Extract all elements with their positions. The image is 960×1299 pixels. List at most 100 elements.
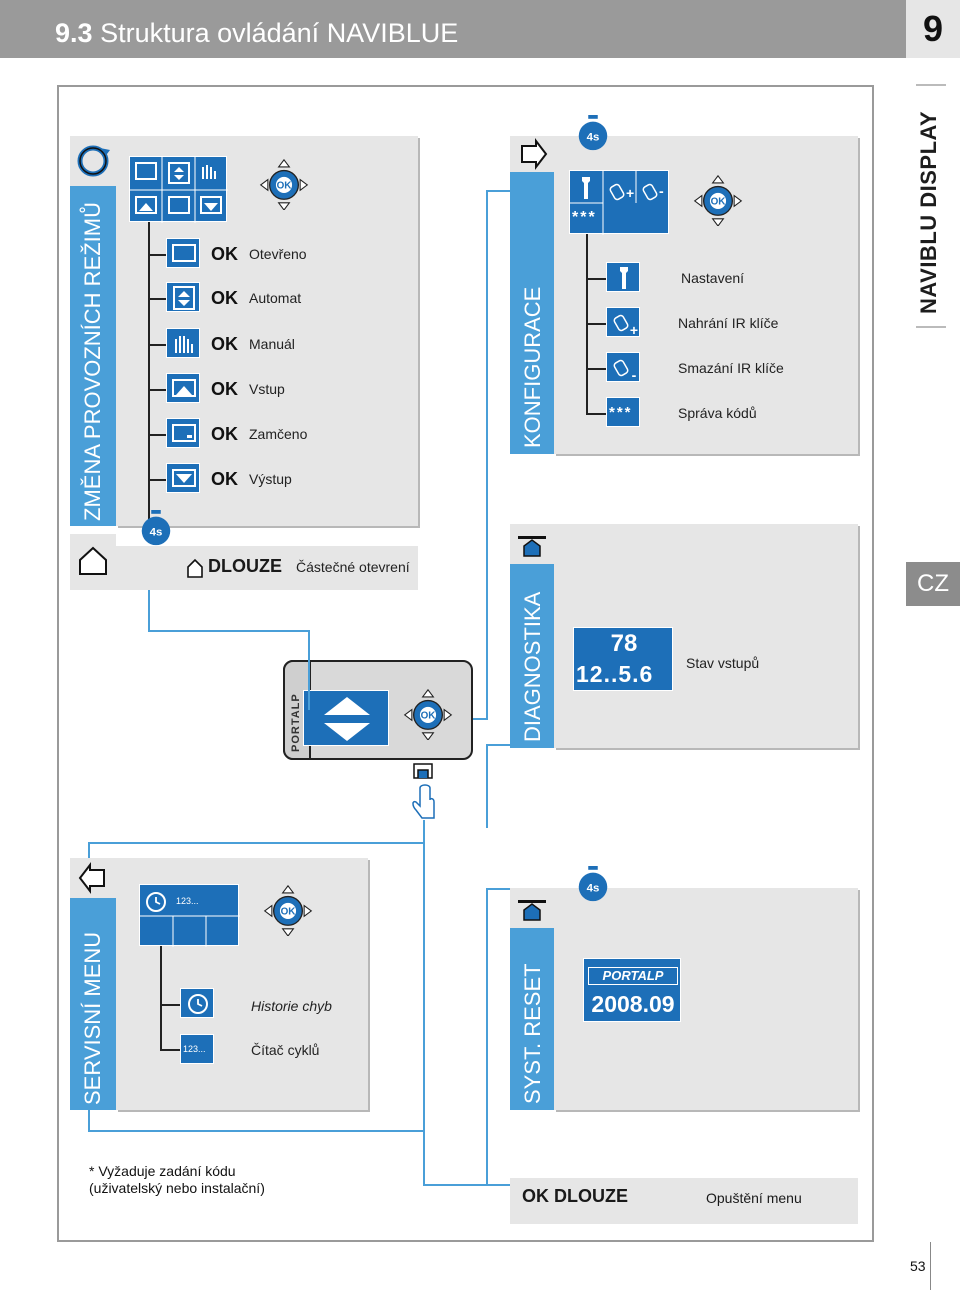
ok-key-label: OK xyxy=(211,244,238,264)
config-tree-branch xyxy=(586,323,606,325)
service-title: SERVISNÍ MENU xyxy=(80,931,105,1105)
down-home-icon xyxy=(518,536,546,557)
config-item-label: Nastavení xyxy=(681,270,745,286)
service-tree-branch xyxy=(160,1004,180,1006)
section-number: 9.3 xyxy=(55,18,93,48)
service-item-label: Historie chyb xyxy=(251,998,332,1014)
connector-line xyxy=(486,744,510,746)
config-item-label: Správa kódů xyxy=(678,405,757,421)
connector-line xyxy=(423,1130,425,1184)
arrow-left-icon xyxy=(78,862,105,894)
ok-dial-icon: OK xyxy=(259,158,309,210)
automat-mode-icon xyxy=(166,282,200,312)
config-lcd-plus: + xyxy=(626,185,635,201)
diag-line2: 12..5.6 xyxy=(576,661,654,687)
home-icon xyxy=(79,546,107,575)
config-lcd-minus: - xyxy=(659,183,664,199)
clock-icon xyxy=(180,988,214,1018)
mode-label: Otevřeno xyxy=(249,246,307,262)
counter-icon-text: 123... xyxy=(183,1044,206,1054)
counter-icon: 123... xyxy=(180,1034,214,1064)
exit-label: Opuštění menu xyxy=(706,1190,802,1206)
ok-dial-icon: OK xyxy=(693,174,743,226)
reset-brand: PORTALP xyxy=(588,967,678,985)
modes-tree-branch xyxy=(148,254,166,256)
connector-line xyxy=(486,190,510,192)
reset-timer-text: 4s xyxy=(587,883,600,895)
mode-label: Manuál xyxy=(249,336,295,352)
long-press-panel xyxy=(116,546,418,590)
service-lcd-counter: 123... xyxy=(176,896,199,906)
connector-line xyxy=(308,630,310,710)
svg-text:OK: OK xyxy=(711,196,727,207)
ir-key-minus-icon: - xyxy=(606,352,640,383)
connector-line xyxy=(88,1108,90,1132)
page-title: 9.3 Struktura ovládání NAVIBLUE xyxy=(55,18,458,49)
connector-line xyxy=(486,1108,488,1184)
timer-icon: 4s xyxy=(578,115,608,151)
connector-line xyxy=(148,630,308,632)
config-timer-text: 4s xyxy=(587,132,600,144)
connector-line xyxy=(423,820,425,844)
mode-label: Automat xyxy=(249,290,302,306)
diag-icon-box xyxy=(510,524,554,564)
config-item-label: Smazání IR klíče xyxy=(678,360,784,376)
svg-text:OK: OK xyxy=(281,906,297,917)
ok-dial-icon: OK xyxy=(263,884,313,936)
modes-tree-branch xyxy=(148,389,166,391)
modes-tree-branch xyxy=(148,479,166,481)
footnote-line2: (uživatelský nebo instalační) xyxy=(89,1180,265,1196)
ok-key-label: OK xyxy=(211,288,238,308)
entry-mode-icon xyxy=(166,373,200,403)
service-tree-branch xyxy=(160,1049,180,1051)
svg-text:+: + xyxy=(630,322,638,338)
svg-text:OK: OK xyxy=(421,710,437,721)
page-header xyxy=(0,0,906,58)
press-finger-icon xyxy=(412,763,435,819)
connector-line xyxy=(486,888,510,890)
timer-icon: 4s xyxy=(578,866,608,902)
exit-panel: OK DLOUZE Opuštění menu xyxy=(510,1178,858,1224)
ok-key-label: OK xyxy=(211,424,238,444)
cycle-icon xyxy=(77,145,110,177)
modes-icon-box xyxy=(70,136,116,186)
long-press-key: DLOUZE xyxy=(208,556,282,576)
reset-version: 2008.09 xyxy=(591,991,675,1017)
long-press-label: Částečné otevrení xyxy=(296,559,410,575)
side-rule-top xyxy=(916,84,946,86)
ok-key-label: OK xyxy=(211,334,238,354)
config-tree-branch xyxy=(586,278,606,280)
connector-line xyxy=(423,1184,511,1186)
modes-tree-branch xyxy=(148,344,166,346)
connector-line xyxy=(88,842,90,862)
connector-line xyxy=(148,590,150,632)
connector-line xyxy=(486,744,488,828)
service-strip: SERVISNÍ MENU xyxy=(70,858,116,1110)
mode-label: Zamčeno xyxy=(249,426,308,442)
exit-mode-icon xyxy=(166,463,200,493)
modes-tree-branch xyxy=(148,298,166,300)
home-icon-box xyxy=(70,534,116,590)
reset-icon-box xyxy=(510,888,554,928)
mode-label: Výstup xyxy=(249,471,292,487)
service-arrow-box xyxy=(70,858,116,898)
page-rule xyxy=(930,1242,931,1290)
service-item-label: Čítač cyklů xyxy=(251,1042,320,1058)
side-label: NAVIBLU DISPLAY xyxy=(916,110,941,314)
diag-line1: 78 xyxy=(610,630,638,657)
svg-text:OK: OK xyxy=(277,180,293,191)
section-title: Struktura ovládání NAVIBLUE xyxy=(100,18,459,48)
config-arrow-box xyxy=(510,136,554,172)
config-tree-branch xyxy=(586,413,606,415)
open-mode-icon xyxy=(166,238,200,268)
connector-line xyxy=(88,1130,425,1132)
home-small-icon xyxy=(187,558,203,578)
device-screen xyxy=(303,690,389,746)
mode-label: Vstup xyxy=(249,381,285,397)
down-home-icon xyxy=(518,900,546,921)
ok-key-label: OK xyxy=(211,469,238,489)
device-ok-dial-icon[interactable]: OK xyxy=(402,688,454,740)
config-lcd-stars: *** xyxy=(572,209,597,226)
device-brand: PORTALP xyxy=(290,693,302,752)
diag-label: Stav vstupů xyxy=(686,655,760,671)
